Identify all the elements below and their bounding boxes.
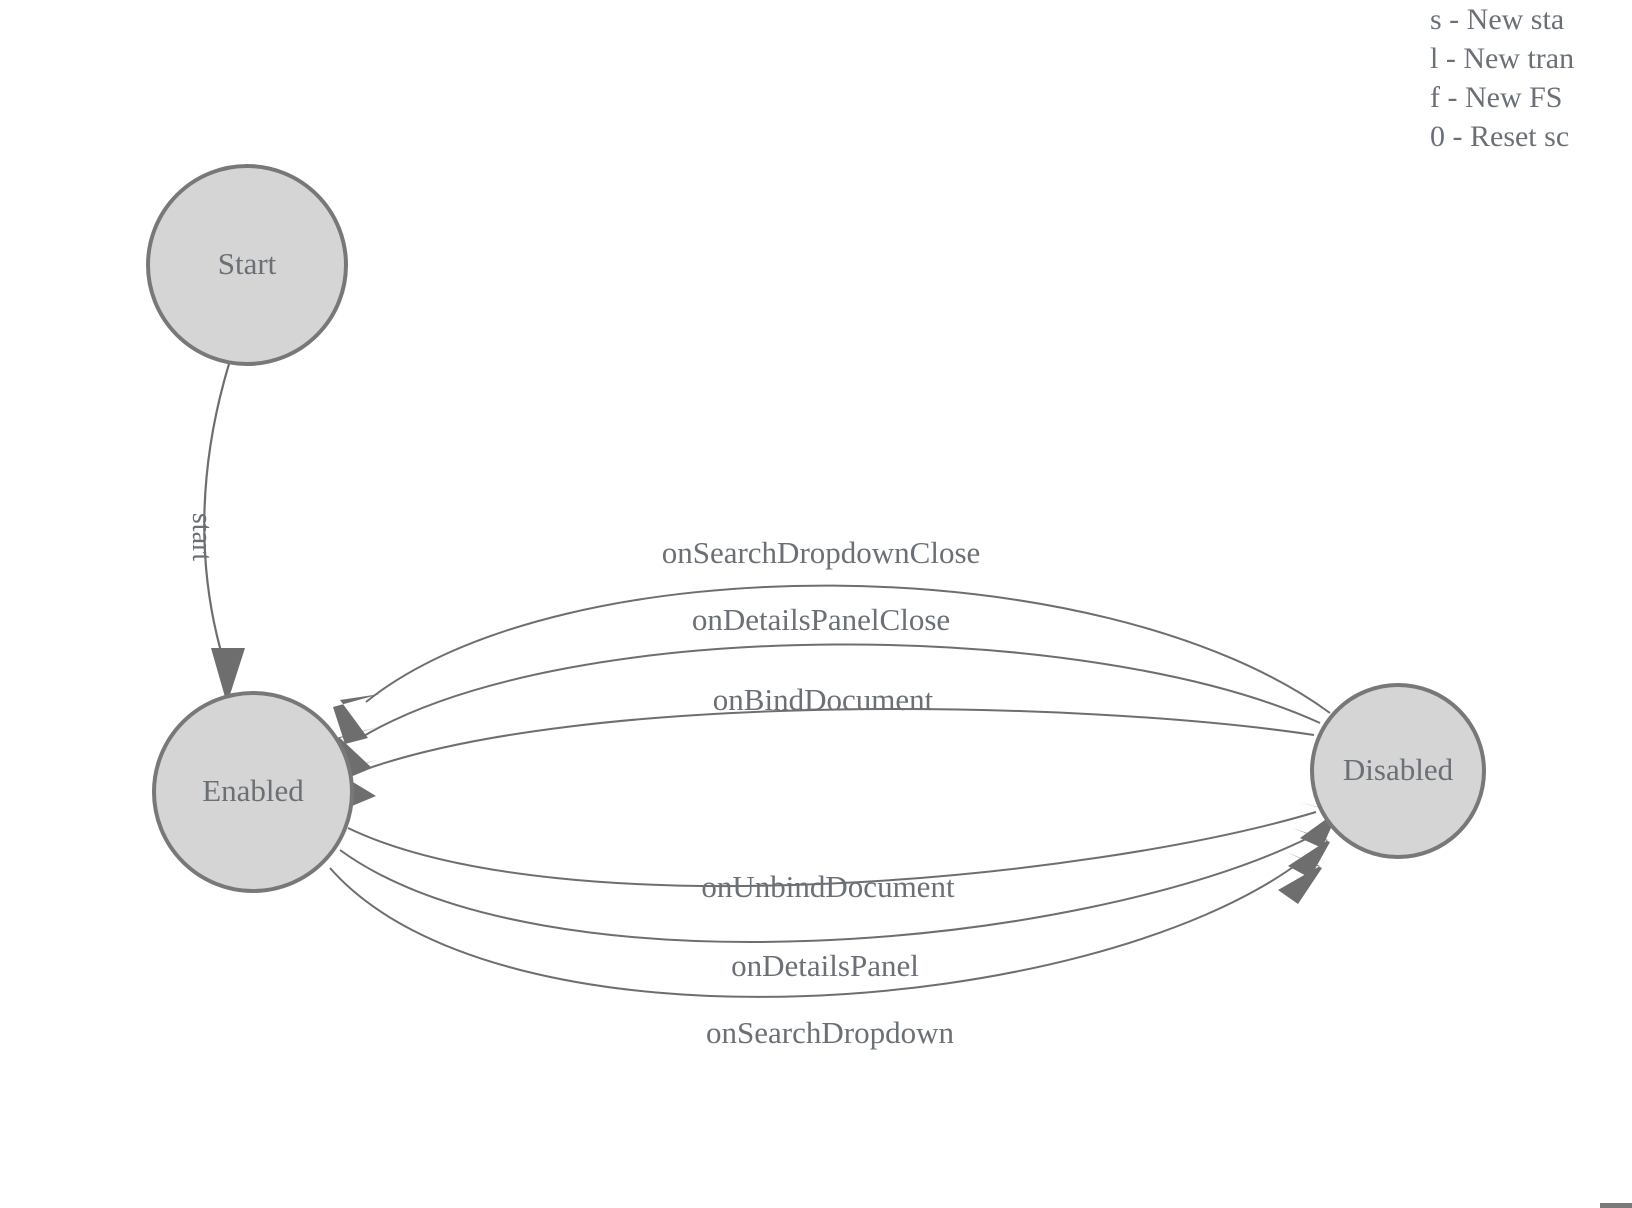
edge-path-onSearchDropdown[interactable] [329,861,1301,998]
arrow-head-onSearchDropdownClose [333,694,380,744]
minimap-panel-corner[interactable] [1600,1168,1632,1208]
node-disabled[interactable]: Disabled [1310,683,1486,859]
edge-path-onDetailsPanel[interactable] [339,837,1309,943]
edge-path-onDetailsPanelClose[interactable] [361,643,1321,738]
shortcut-reset-scale: 0 - Reset sc [1430,120,1570,153]
node-start-label: Start [218,246,277,281]
shortcut-new-transition: l - New tran [1430,42,1575,75]
arrow-head-start [211,648,245,704]
arrow-head-onUnbindDocument [1298,802,1338,848]
shortcut-new-state: s - New sta [1430,3,1565,36]
arrow-head-onBindDocument [336,760,376,806]
edge-label-start: start [186,513,217,561]
transition-onSearchDropdownClose[interactable] [333,584,1331,744]
node-disabled-circle[interactable] [1310,683,1486,859]
transition-onBindDocument[interactable] [336,708,1315,806]
arrow-head-onDetailsPanel [1288,828,1330,878]
transition-onSearchDropdown[interactable] [329,852,1322,998]
node-enabled[interactable]: Enabled [152,691,354,893]
edge-path-onUnbindDocument[interactable] [347,811,1317,888]
node-start[interactable]: Start [146,164,348,366]
transition-onUnbindDocument[interactable] [347,802,1338,888]
edge-path-onBindDocument[interactable] [357,708,1315,773]
edge-label-onUnbindDocument: onUnbindDocument [701,869,955,904]
shortcut-new-fsm: f - New FS [1430,81,1563,114]
keyboard-shortcuts-overlay: s - New sta l - New tran f - New FS 0 - … [1430,0,1632,156]
node-start-circle[interactable] [146,164,348,366]
edge-label-onSearchDropdownClose: onSearchDropdownClose [662,535,981,570]
edge-label-onDetailsPanel: onDetailsPanel [731,948,919,983]
transition-start-to-enabled[interactable] [203,363,245,704]
node-enabled-label: Enabled [202,773,304,808]
transition-onDetailsPanel[interactable] [339,828,1330,943]
arrow-head-onSearchDropdown [1278,852,1322,904]
edge-label-onSearchDropdown: onSearchDropdown [706,1015,954,1050]
node-disabled-label: Disabled [1343,752,1454,787]
node-enabled-circle[interactable] [152,691,354,893]
edge-path-onSearchDropdownClose[interactable] [365,584,1331,714]
edge-label-onDetailsPanelClose: onDetailsPanelClose [692,602,950,637]
edge-label-onBindDocument: onBindDocument [713,682,934,717]
edge-path-start[interactable] [203,363,231,656]
